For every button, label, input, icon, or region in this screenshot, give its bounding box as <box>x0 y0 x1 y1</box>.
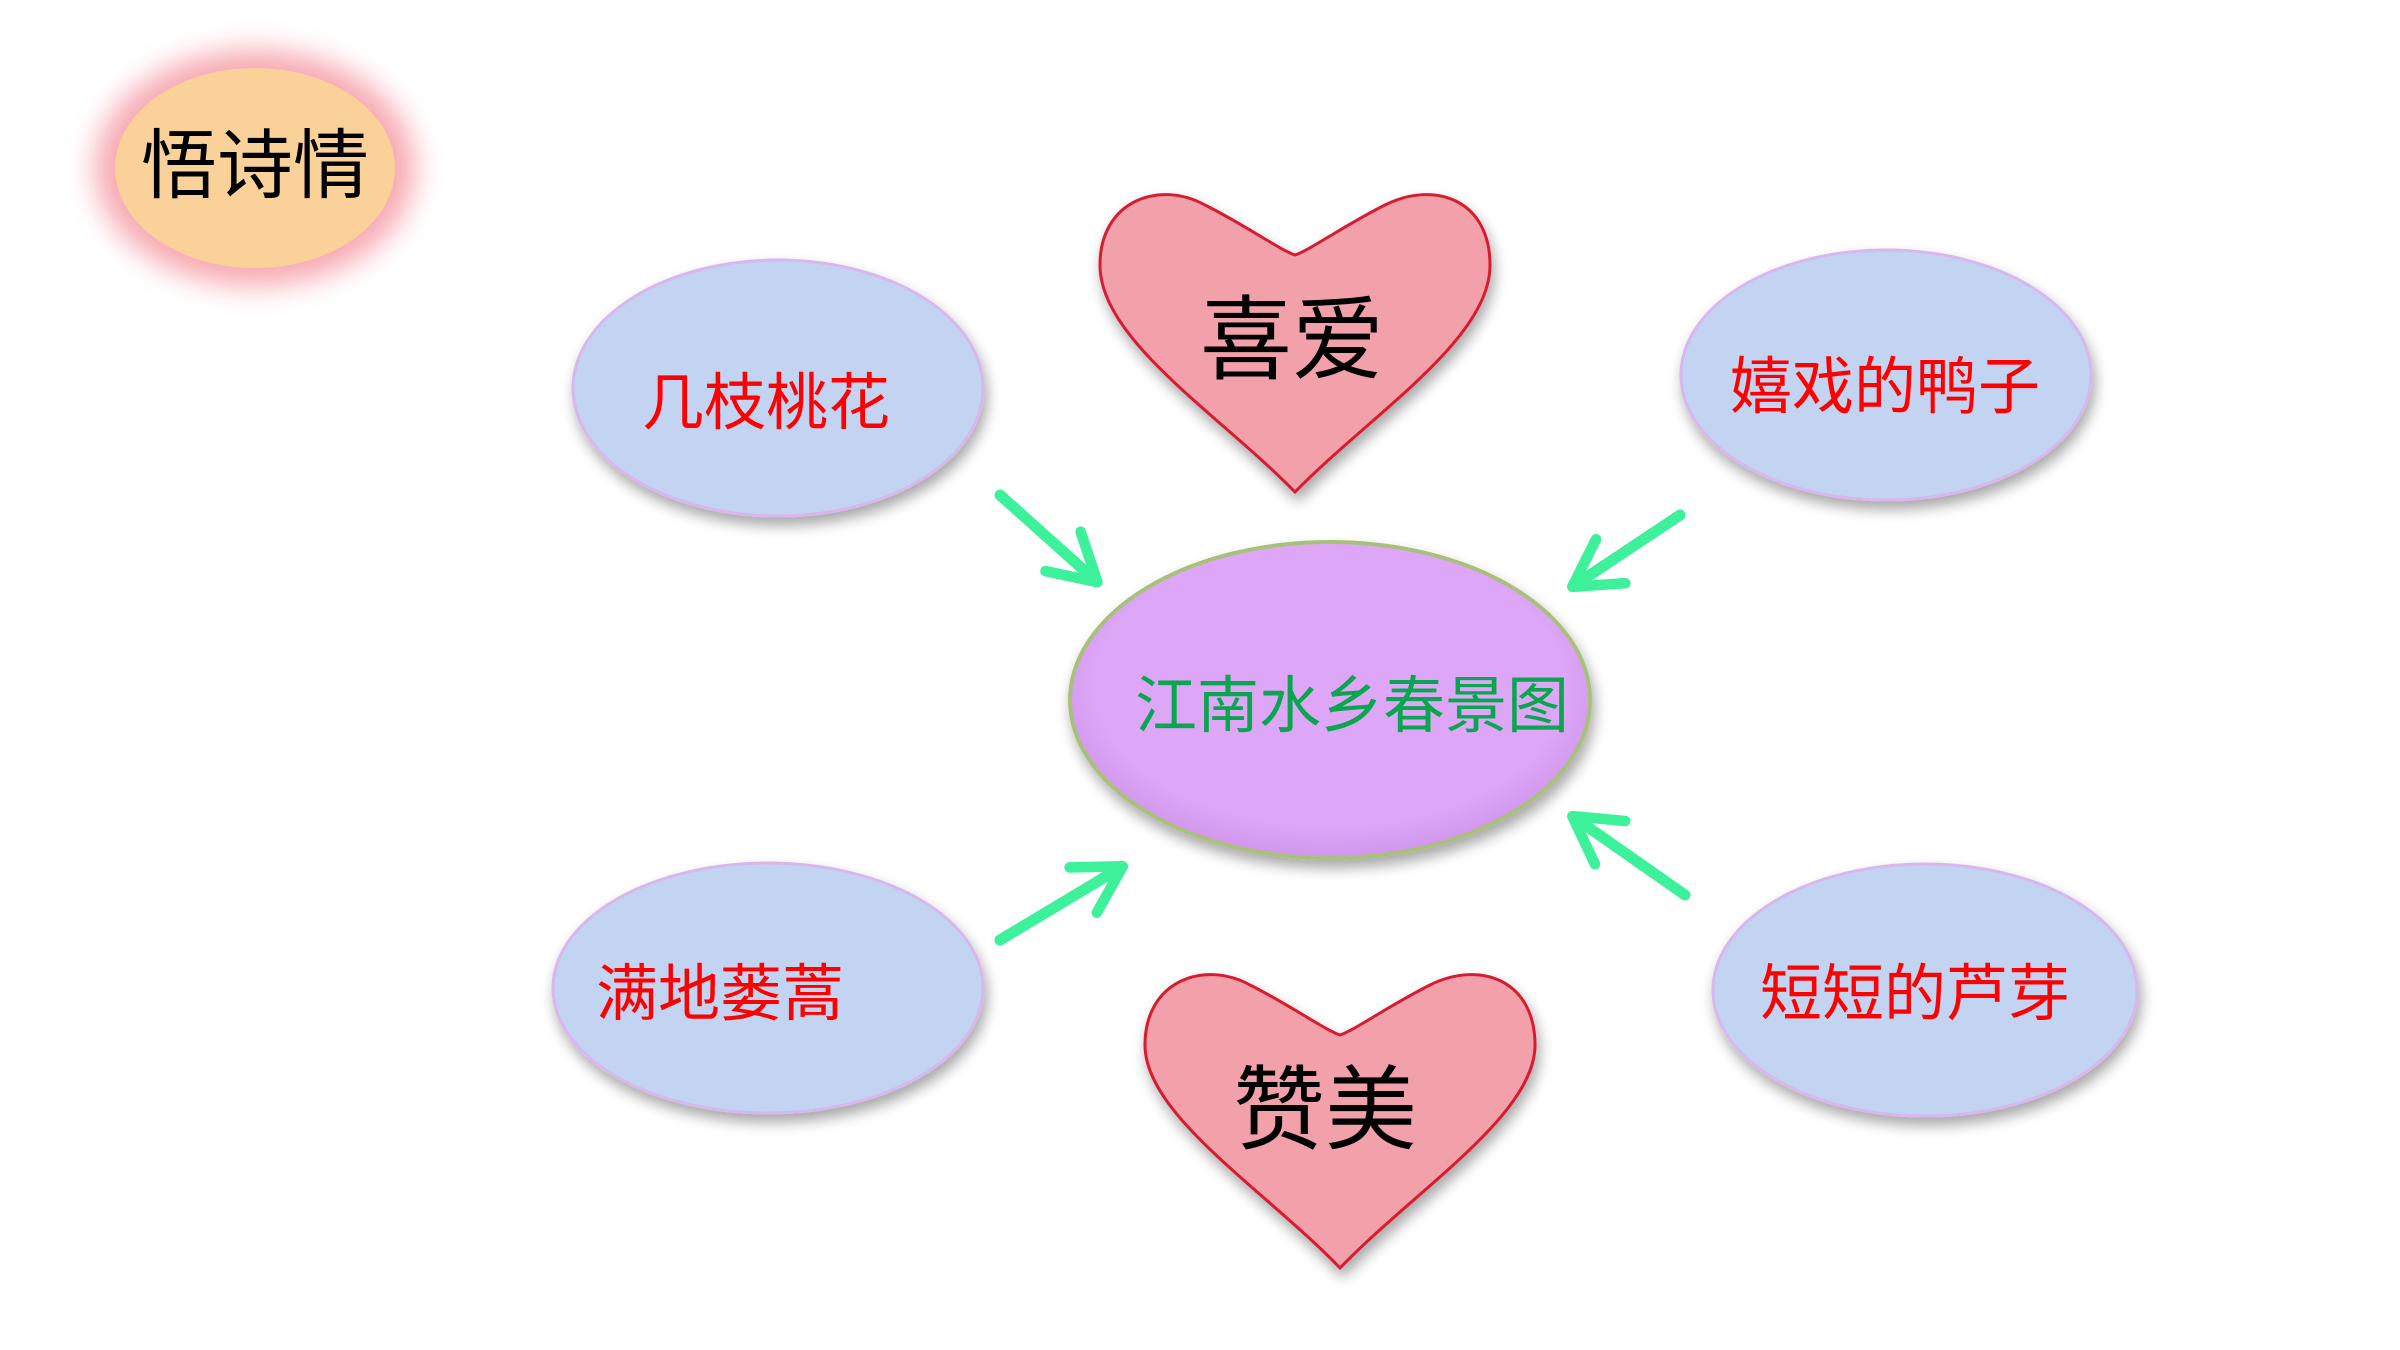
emotion-heart-top: 喜爱 <box>1098 193 1492 495</box>
emotion-heart-bottom: 赞美 <box>1143 973 1537 1271</box>
arrow-top-right <box>1566 509 1686 593</box>
image-oval-artemisia: 满地蒌蒿 <box>551 861 985 1115</box>
arrow-bottom-right <box>1567 810 1691 901</box>
heart-shape <box>1098 193 1492 495</box>
image-text-ducks: 嬉戏的鸭子 <box>1730 350 2040 423</box>
arrows <box>994 489 1691 946</box>
oval-shape <box>1711 862 2139 1118</box>
image-text-artemisia: 满地蒌蒿 <box>596 957 844 1030</box>
arrow-bottom-left <box>994 861 1129 946</box>
arrow-top-left <box>994 489 1103 588</box>
image-oval-reed-shoots: 短短的芦芽 <box>1711 862 2139 1118</box>
image-text-reed-shoots: 短短的芦芽 <box>1760 957 2070 1030</box>
oval-shape <box>571 258 985 518</box>
title-badge-body <box>115 68 395 268</box>
image-oval-peach-blossoms: 几枝桃花 <box>571 258 985 518</box>
emotion-text-love: 喜爱 <box>1200 287 1384 394</box>
center-text: 江南水乡春景图 <box>1135 669 1569 742</box>
oval-shape <box>1679 248 2093 502</box>
image-text-peach-blossoms: 几枝桃花 <box>642 366 890 439</box>
title-badge: 悟诗情 <box>95 50 415 286</box>
center-node: 江南水乡春景图 <box>1068 540 1592 860</box>
oval-shape <box>551 861 985 1115</box>
image-oval-ducks: 嬉戏的鸭子 <box>1679 248 2093 502</box>
title-badge-text: 悟诗情 <box>141 121 369 210</box>
emotion-text-praise: 赞美 <box>1233 1057 1417 1164</box>
center-oval-shape <box>1068 540 1592 860</box>
heart-shape <box>1143 973 1537 1271</box>
